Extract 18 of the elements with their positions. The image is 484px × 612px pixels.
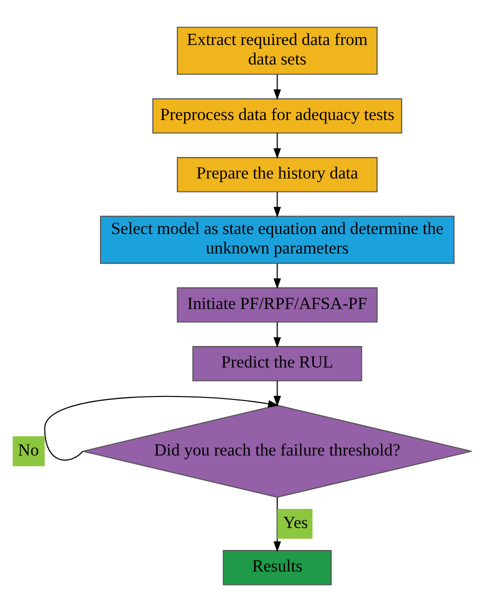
arrow: [274, 497, 281, 552]
arrow: [44, 396, 279, 461]
arrow: [274, 192, 281, 218]
arrow: [274, 74, 281, 100]
node-diamond: Did you reach the failure threshold?: [82, 404, 472, 498]
arrow: [274, 264, 281, 290]
edge-label: No: [18, 440, 39, 460]
node-box: Preprocess data for adequacy tests: [152, 98, 402, 134]
node-box: Prepare the history data: [176, 157, 378, 192]
node-box: Predict the RUL: [192, 346, 362, 382]
node-box: Extract required data from data sets: [176, 26, 378, 75]
node-box: Initiate PF/RPF/AFSA-PF: [176, 287, 378, 323]
node-box: Select model as state equation and determine the unknown parameters: [100, 216, 455, 264]
arrow: [274, 380, 281, 407]
edge-label: Yes: [283, 512, 308, 532]
arrow: [274, 322, 281, 348]
node-box: Results: [222, 550, 332, 586]
arrow: [274, 133, 281, 159]
